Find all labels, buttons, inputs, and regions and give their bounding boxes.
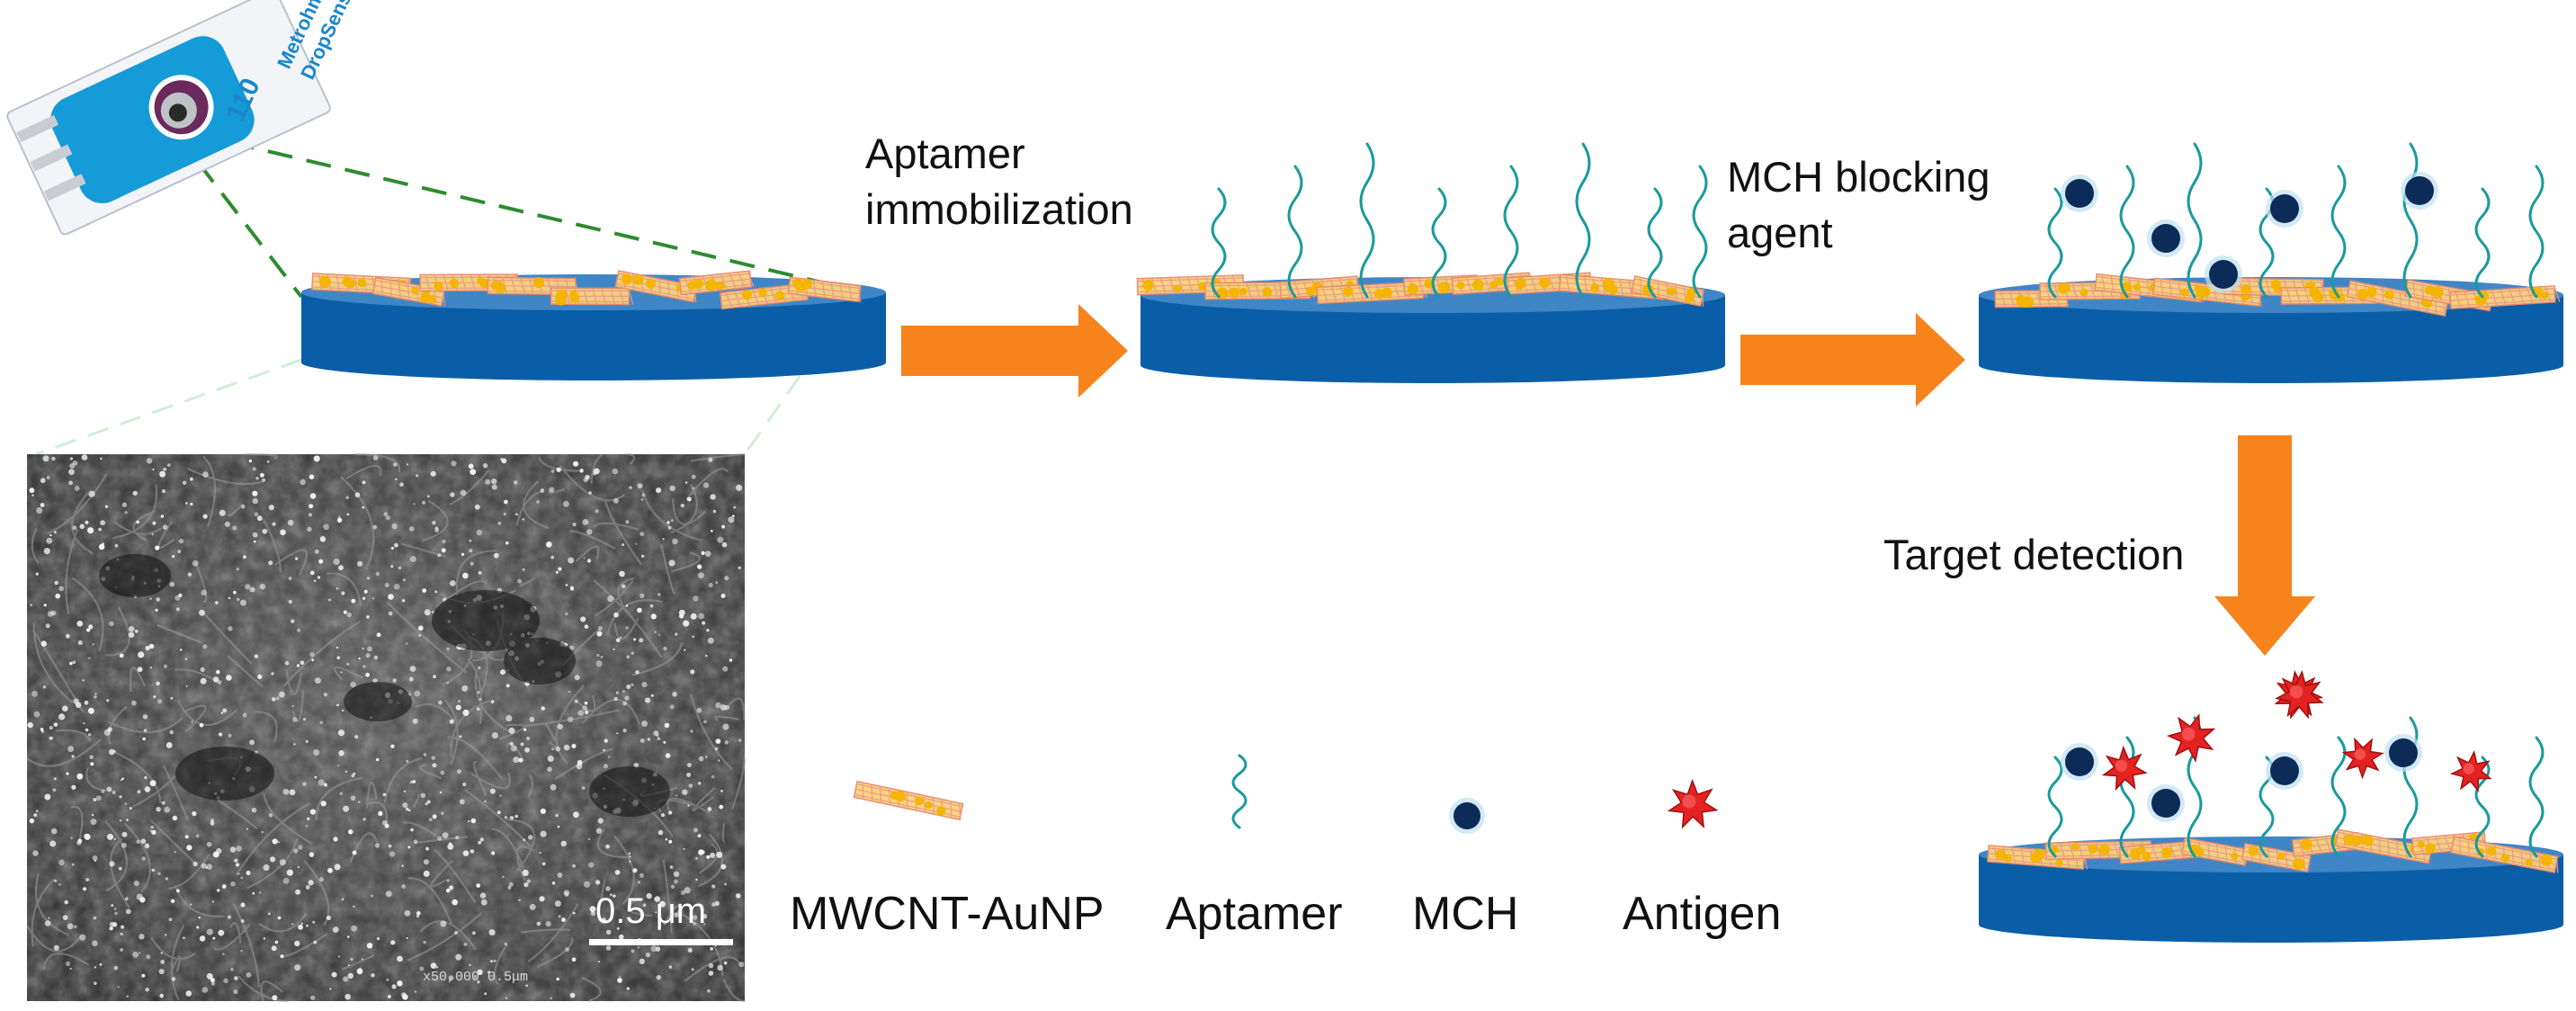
aptamer-glyph: [2049, 189, 2062, 297]
electrode-1-bare-mwcnt: [301, 271, 886, 380]
aptamer-glyph: [2332, 166, 2345, 297]
mch-glyph: [2266, 752, 2303, 790]
aptamer-glyph: [1361, 144, 1373, 297]
screen-printed-electrode-strip: [5, 0, 331, 236]
mch-glyph: [2147, 219, 2185, 257]
sem-magnification-label: x50,000 0.5μm: [423, 970, 528, 986]
aptamer-glyph: [2404, 144, 2417, 297]
aptamer-glyph: [2476, 189, 2489, 297]
mch-glyph: [2384, 734, 2422, 772]
legend-mch-glyph: [1449, 798, 1485, 834]
aptamer-glyph: [2530, 738, 2543, 856]
legend-glyphs: [854, 756, 1716, 834]
mch-glyph: [2061, 743, 2098, 781]
zoom-line-bottom: [198, 162, 301, 297]
zoom-line-faint-left: [36, 360, 301, 454]
antigen-glyph: [2169, 715, 2214, 761]
legend-mwcnt-label: MWCNT-AuNP: [790, 887, 1105, 941]
step2-label-line2: agent: [1727, 207, 1833, 259]
mch-glyph: [2061, 174, 2098, 212]
mwcnt-aunp-glyph: [551, 288, 633, 306]
aptamer-glyph: [1289, 166, 1301, 297]
aptamer-glyph: [2188, 144, 2201, 297]
legend-antigen-glyph: [1669, 781, 1717, 828]
mch-glyph: [2147, 784, 2185, 822]
step3-label: Target detection: [1883, 529, 2184, 581]
arrow-step2: [1740, 313, 1965, 407]
sem-scale-bar: [589, 939, 733, 945]
mch-glyph: [2266, 190, 2303, 228]
mch-layer: [2061, 172, 2438, 293]
arrow-step3: [2214, 435, 2315, 656]
aptamer-glyph: [1694, 166, 1706, 297]
step1-label-line1: Aptamer: [865, 128, 1025, 180]
strip-group: [5, 0, 331, 236]
antigen-glyph: [2104, 747, 2146, 789]
legend-aptamer-label: Aptamer: [1166, 887, 1343, 941]
legend-mch-label: MCH: [1412, 887, 1518, 941]
antigen-glyph: [2344, 739, 2383, 777]
aptamer-glyph: [2530, 166, 2543, 297]
mch-glyph: [2401, 172, 2438, 210]
mwcnt-aunp-glyph: [854, 782, 963, 820]
electrode-2-aptamer: [1137, 144, 1725, 383]
legend-aptamer-glyph: [1233, 756, 1246, 828]
step2-label-line1: MCH blocking: [1727, 151, 1990, 203]
sem-scale-label: 0.5 μm: [595, 890, 706, 932]
arrow-step1: [901, 304, 1128, 398]
electrode-3-mch-blocked: [1979, 144, 2563, 383]
step1-label-line2: immobilization: [865, 183, 1133, 236]
zoom-line-top: [229, 142, 863, 292]
aptamer-layer: [1212, 144, 1706, 297]
electrode-4-target-bound: [1979, 672, 2563, 943]
aptamer-glyph: [2049, 757, 2062, 856]
legend-antigen-label: Antigen: [1623, 887, 1781, 941]
mch-glyph: [2205, 255, 2242, 293]
